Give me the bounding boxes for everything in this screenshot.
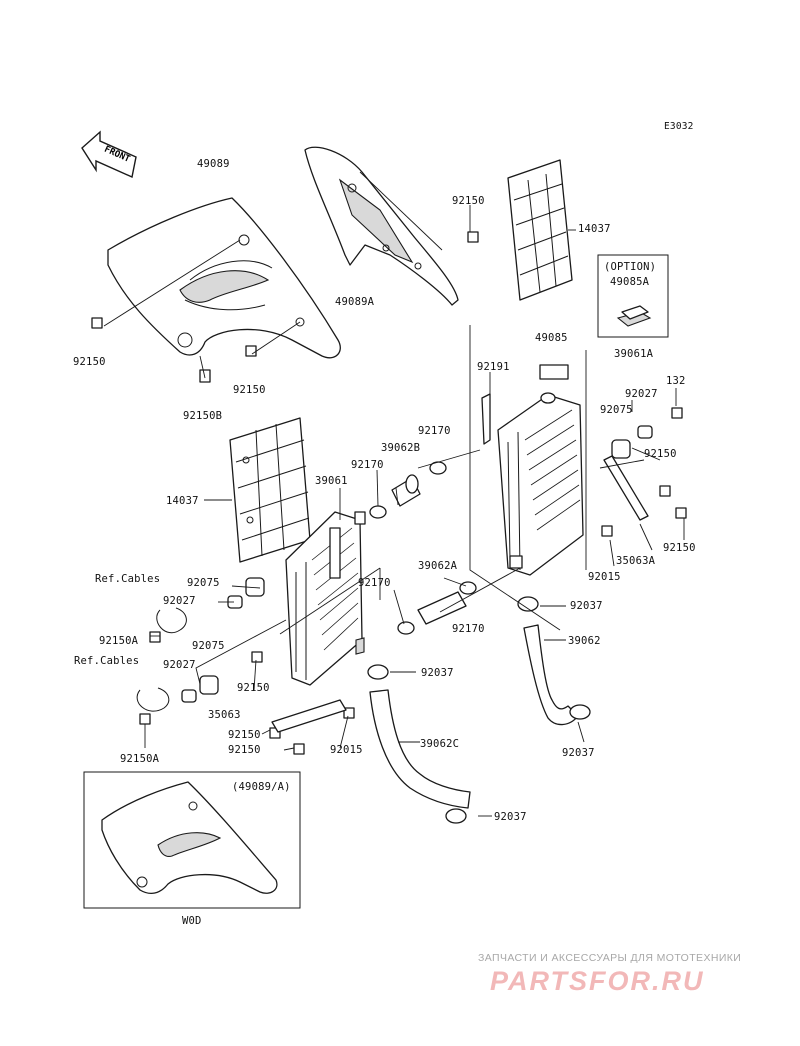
part-label: 92037 (494, 811, 527, 823)
part-label: 39062A (418, 560, 458, 572)
part-label: 92037 (421, 667, 454, 679)
inset-label: (49089/A) (232, 781, 291, 793)
part-label: 92170 (358, 577, 391, 589)
part-label: 39061 (315, 475, 348, 487)
part-label: 39062C (420, 738, 460, 750)
part-label: 35063 (208, 709, 241, 721)
part-label: 92150 (233, 384, 266, 396)
hose-39062C (369, 689, 471, 809)
part-label: 92150B (183, 410, 223, 422)
left-grille (229, 417, 311, 563)
bracket-35063A (603, 455, 649, 521)
bracket-35063 (271, 699, 347, 733)
inset-code: W0D (182, 915, 202, 927)
part-label: 92027 (163, 659, 196, 671)
ref-cable-loop-upper (156, 607, 187, 633)
part-label: 14037 (578, 223, 611, 235)
part-label: 49089 (197, 158, 230, 170)
part-label: 92027 (625, 388, 658, 400)
part-label: 92075 (600, 404, 633, 416)
part-label: 39062B (381, 442, 421, 454)
part-label: 92150A (120, 753, 160, 765)
clamps (367, 461, 591, 824)
upper-grille (507, 159, 573, 301)
part-label: 92150 (663, 542, 696, 554)
part-label: 92027 (163, 595, 196, 607)
right-radiator (497, 364, 584, 576)
part-label: 92075 (192, 640, 225, 652)
watermark-tagline: ЗАПЧАСТИ И АКСЕССУАРЫ ДЛЯ МОТОТЕХНИКИ (478, 952, 742, 964)
option-label: (OPTION) (604, 261, 657, 273)
diagram-code: E3032 (664, 121, 694, 132)
leader-lines (103, 171, 685, 817)
part-label: 92170 (452, 623, 485, 635)
part-label: Ref.Cables (95, 573, 161, 585)
part-label: 92170 (418, 425, 451, 437)
part-label: 35063A (616, 555, 656, 567)
part-label: 92191 (477, 361, 510, 373)
part-label: Ref.Cables (74, 655, 140, 667)
part-label: 132 (666, 375, 686, 387)
part-label: 14037 (166, 495, 199, 507)
left-shroud (107, 197, 341, 359)
part-label: 92150 (644, 448, 677, 460)
hose-92191 (481, 393, 491, 445)
part-label: 92170 (351, 459, 384, 471)
part-label: 92037 (570, 600, 603, 612)
part-label: 39061A (614, 348, 654, 360)
part-label: 92150 (452, 195, 485, 207)
part-label: 92150 (228, 744, 261, 756)
hose-39062B (391, 474, 421, 507)
left-radiator (285, 511, 366, 686)
ref-cable-loop-lower (136, 687, 170, 712)
part-label: 49089A (335, 296, 375, 308)
right-shroud (304, 146, 459, 306)
watermark-logo: PARTSFOR.RU (490, 966, 705, 996)
part-label: 92150 (73, 356, 106, 368)
part-label: 92150A (99, 635, 139, 647)
option-box (597, 254, 669, 338)
option-part-label: 49085A (610, 276, 650, 288)
hose-39062A (417, 591, 467, 625)
part-label: 92015 (588, 571, 621, 583)
part-label: 92150 (237, 682, 270, 694)
inset-box (83, 771, 301, 909)
part-label: 92037 (562, 747, 595, 759)
part-label: 92015 (330, 744, 363, 756)
part-label: 92075 (187, 577, 220, 589)
front-arrow-icon: FRONT (81, 130, 137, 178)
grommets (181, 425, 653, 703)
part-label: 92150 (228, 729, 261, 741)
part-label: 39062 (568, 635, 601, 647)
part-label: 49085 (535, 332, 568, 344)
